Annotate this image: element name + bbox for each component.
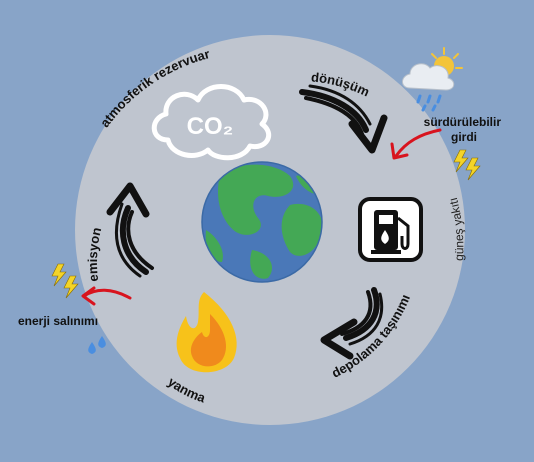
energy-release-arrow [81,286,132,306]
sustainable-input-label: sürdürülebilir girdi [424,115,505,144]
emission-label: emisyon [85,226,104,283]
weather-sun-rain-icon [402,47,463,112]
water-drops-icon [88,336,106,354]
energy-release-label: enerji salınımı [18,314,98,328]
lightning-icon [51,263,79,299]
co2-symbol: CO₂ [187,113,234,140]
storage-arrow [320,287,384,360]
conversion-arrow [299,84,388,154]
lightning-icon [453,149,481,181]
co2-cloud-icon [151,84,272,161]
fire-icon [176,292,237,373]
sustainable-input-arrow [390,128,442,160]
emission-arrow [106,182,154,278]
fuel-pump-icon [358,197,423,262]
earth-globe-icon [201,161,323,283]
